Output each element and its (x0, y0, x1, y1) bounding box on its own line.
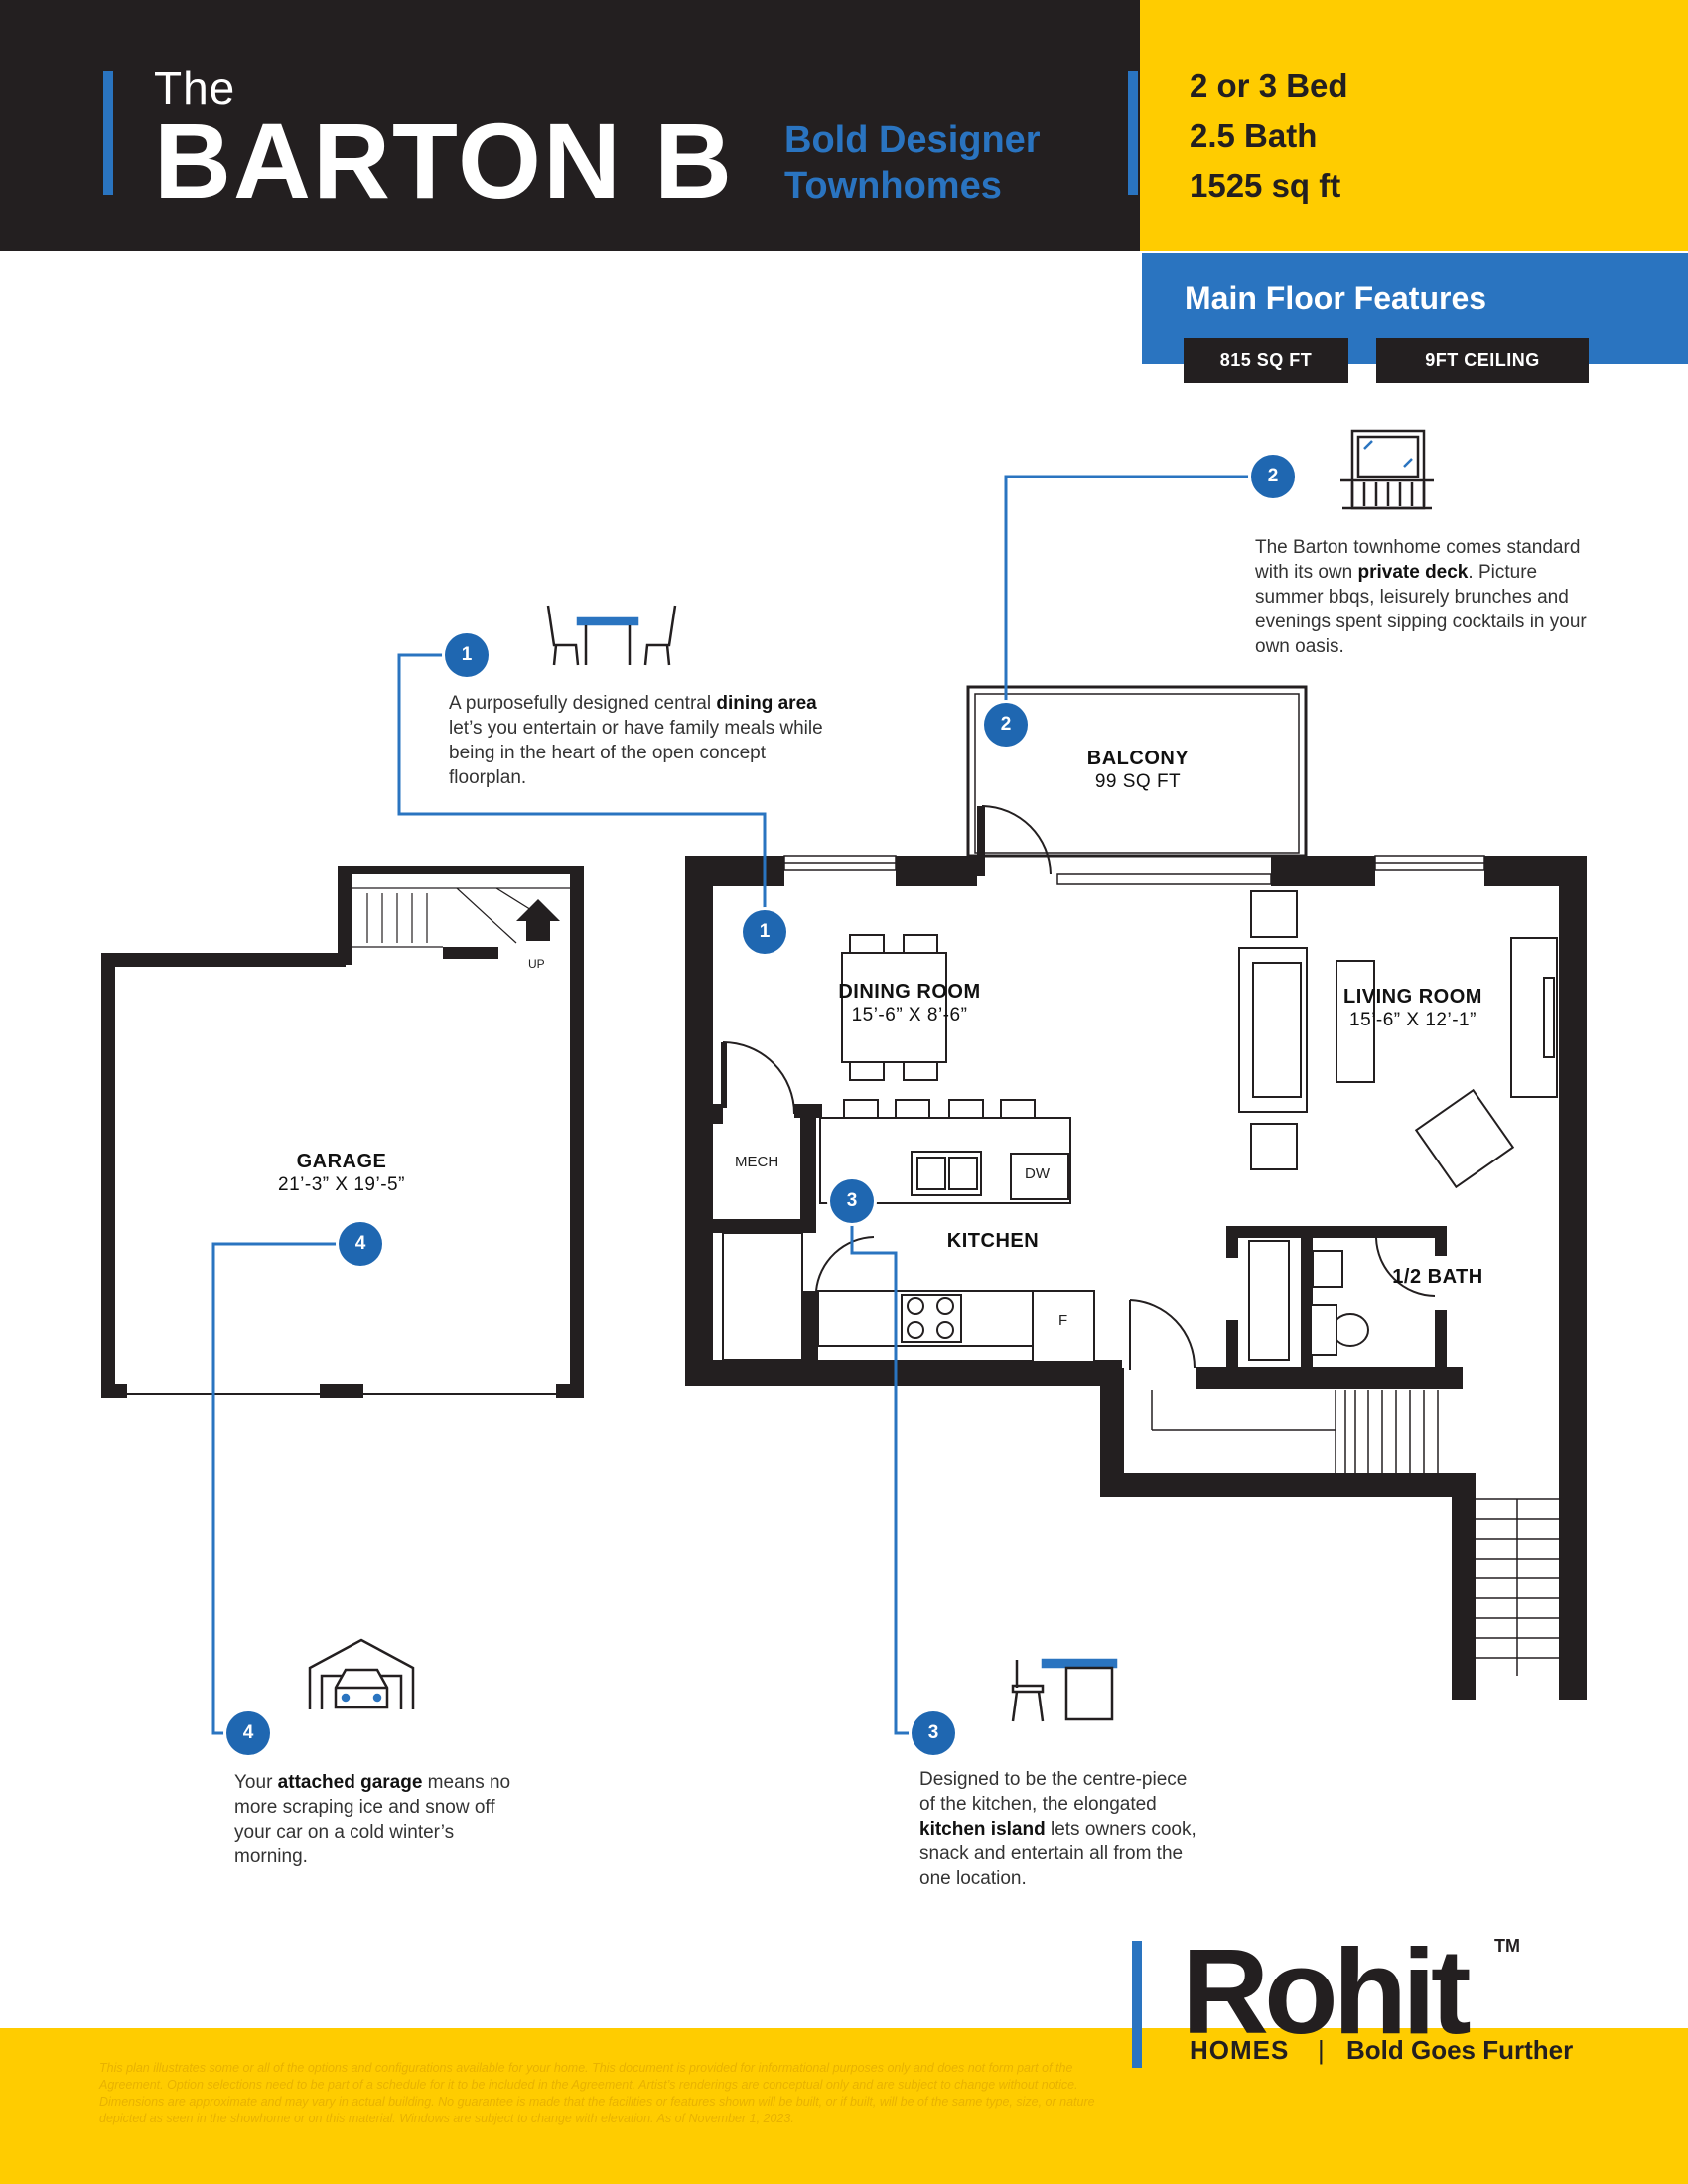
label-up: UP (528, 957, 545, 971)
stairs-down (1151, 1390, 1559, 1676)
garage-walls (101, 866, 584, 1398)
marker-4-bottom[interactable]: 4 (226, 1711, 270, 1755)
tagline: Bold Designer Townhomes (784, 117, 1102, 208)
balcony-door-swing (982, 804, 1052, 876)
bath-door-swing (1375, 1237, 1436, 1297)
pill-floor-area: 815 SQ FT (1184, 338, 1348, 383)
mech-door-swing (722, 1041, 795, 1115)
title-small: The (154, 63, 236, 114)
header-dark-panel (0, 0, 1140, 251)
main-walls (685, 856, 1587, 1700)
marker-1-top[interactable]: 1 (445, 633, 489, 677)
label-fridge: F (1058, 1312, 1068, 1329)
room-half-bath: 1/2 BATH (1392, 1266, 1483, 1288)
logo-accent-bar (1132, 1941, 1142, 2068)
disclaimer: This plan illustrates some or all of the… (99, 2061, 1095, 2125)
spec-beds: 2 or 3 Bed (1190, 68, 1348, 104)
balcony-outline (966, 685, 1308, 858)
kitchen-island (819, 1099, 1071, 1204)
marker-4-plan[interactable]: 4 (339, 1222, 382, 1266)
page-title: BARTON B (154, 100, 735, 220)
label-mech: MECH (735, 1154, 779, 1170)
marker-1-plan[interactable]: 1 (743, 910, 786, 954)
room-kitchen: KITCHEN (946, 1230, 1040, 1252)
half-bath-fixtures (1248, 1240, 1369, 1361)
header-yellow-panel (1140, 0, 1688, 251)
pantry-door-swing (815, 1236, 875, 1292)
living-furniture (1238, 890, 1558, 1189)
pill-ceiling-height: 9FT CEILING (1376, 338, 1589, 383)
up-arrow-icon (516, 899, 560, 941)
balcony-inner-rail (974, 693, 1300, 854)
callout-2-text: The Barton townhome comes standard with … (1255, 537, 1587, 657)
balcony-door (977, 806, 985, 876)
windows (783, 855, 1485, 885)
garage-stairs (352, 887, 570, 948)
logo-separator: | (1318, 2035, 1325, 2065)
tagline-line-2: Townhomes (784, 165, 1002, 206)
features-title: Main Floor Features (1185, 280, 1487, 316)
marker-3-bottom[interactable]: 3 (912, 1711, 955, 1755)
marker-2-plan[interactable]: 2 (984, 703, 1028, 747)
logo-homes: HOMES (1190, 2035, 1290, 2065)
dining-icon (546, 605, 677, 666)
marker-2-top[interactable]: 2 (1251, 455, 1295, 498)
callout-leaders (211, 475, 1273, 1735)
logo-slogan: Bold Goes Further (1346, 2035, 1574, 2065)
callout-1-text: A purposefully designed central dining a… (449, 693, 823, 788)
garage-icon (308, 1638, 415, 1709)
rohit-logo: Rohit (1182, 1924, 1472, 2059)
dining-table (841, 934, 947, 1081)
label-dishwasher: DW (1025, 1165, 1050, 1182)
spec-area: 1525 sq ft (1190, 167, 1341, 204)
entry-door-swing (1129, 1299, 1196, 1370)
spec-baths: 2.5 Bath (1190, 117, 1318, 154)
callout-3-text: Designed to be the centre-piece of the k… (919, 1769, 1196, 1889)
balcony-icon (1340, 429, 1434, 510)
title-accent-bar (103, 71, 113, 195)
specs-accent-bar (1128, 71, 1138, 195)
home-specs: 2 or 3 Bed 2.5 Bath 1525 sq ft (1190, 62, 1348, 210)
tagline-line-1: Bold Designer (784, 119, 1041, 161)
marker-3-plan[interactable]: 3 (830, 1179, 874, 1223)
kitchen-counter (722, 1232, 1095, 1363)
mech-door (721, 1042, 727, 1108)
kitchen-island-icon (1011, 1658, 1118, 1722)
footer-band (0, 2028, 1688, 2184)
trademark-mark: TM (1494, 1936, 1520, 1956)
callout-4-text: Your attached garage means no more scrap… (234, 1772, 511, 1867)
